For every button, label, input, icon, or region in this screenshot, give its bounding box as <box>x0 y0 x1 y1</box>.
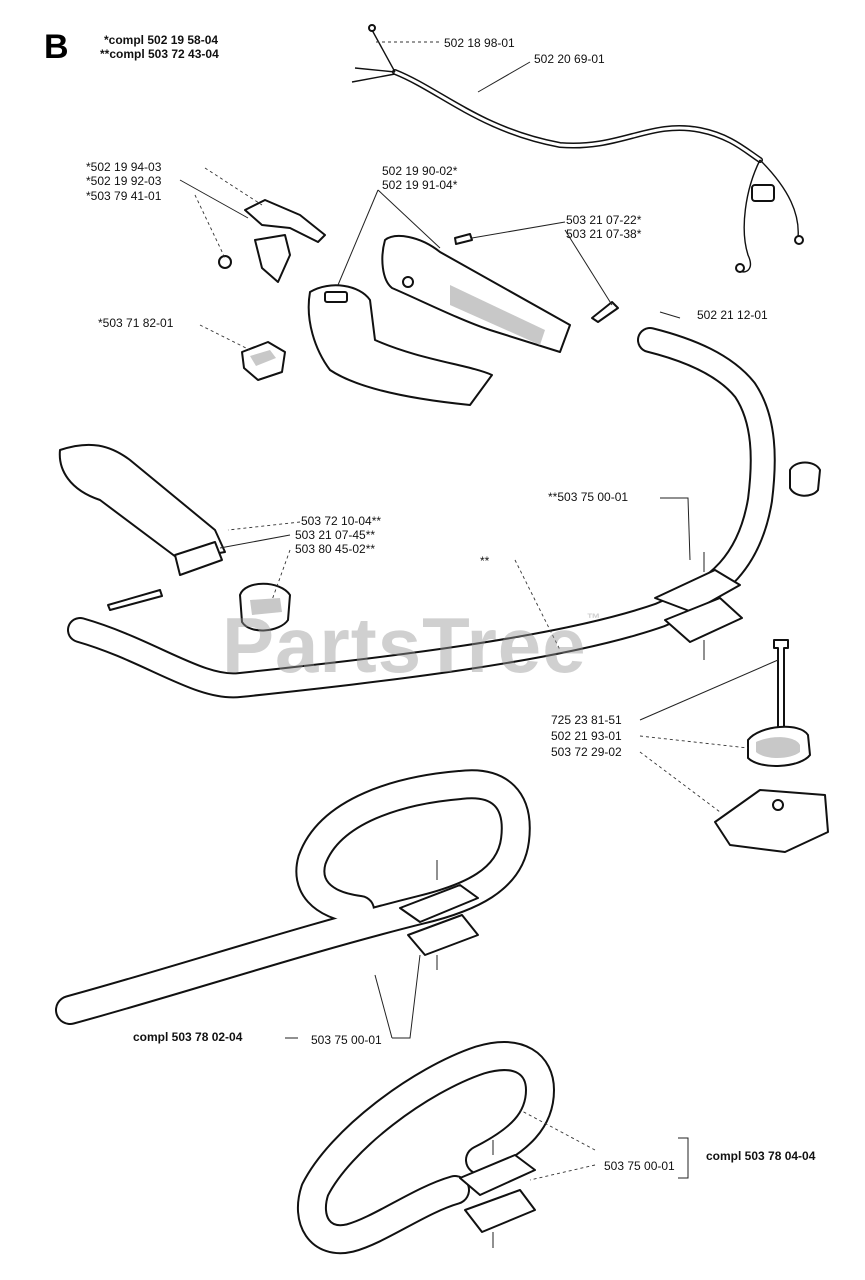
partstree-watermark: PartsTree™ <box>222 601 602 689</box>
label-502-21-93-01: 502 21 93-01 <box>551 729 622 743</box>
switch-block <box>241 341 286 381</box>
bushing <box>239 582 291 632</box>
label-502-19-92-03: *502 19 92-03 <box>86 174 162 188</box>
label-502-20-69-01: 502 20 69-01 <box>534 52 605 66</box>
label-503-21-07-22: 503 21 07-22* <box>566 213 642 227</box>
label-502-19-91-04: 502 19 91-04* <box>382 178 458 192</box>
handle-grip <box>307 235 571 406</box>
label-503-75-00-01-upper: **503 75 00-01 <box>548 490 629 504</box>
label-503-72-10-04: 503 72 10-04** <box>301 514 382 528</box>
handle-bar-main <box>67 327 776 699</box>
handle-bar-compl-04 <box>296 1041 555 1255</box>
throttle-trigger <box>218 199 326 283</box>
label-503-80-45-02: 503 80 45-02** <box>295 542 376 556</box>
label-502-21-12-01: 502 21 12-01 <box>697 308 768 322</box>
label-502-19-90-02: 502 19 90-02* <box>382 164 458 178</box>
section-letter: B <box>44 28 69 66</box>
label-503-72-29-02: 503 72 29-02 <box>551 745 622 759</box>
grip-bolt <box>107 589 163 611</box>
label-compl-single-star: *compl 502 19 58-04 <box>104 33 219 47</box>
throttle-cable <box>351 24 804 273</box>
label-compl-double-star: **compl 503 72 43-04 <box>100 47 219 61</box>
label-compl-503-78-02-04: compl 503 78 02-04 <box>133 1030 243 1044</box>
screw-lower <box>591 301 619 323</box>
label-503-21-07-45: 503 21 07-45** <box>295 528 376 542</box>
label-503-75-00-01-middle: 503 75 00-01 <box>311 1033 382 1047</box>
label-compl-503-78-04-04: compl 503 78 04-04 <box>706 1149 816 1163</box>
spacer <box>789 461 821 497</box>
stop-switch <box>751 184 775 202</box>
front-grip <box>58 443 226 611</box>
leader-lines <box>179 41 779 1181</box>
label-502-18-98-01: 502 18 98-01 <box>444 36 515 50</box>
label-503-79-41-01: *503 79 41-01 <box>86 189 162 203</box>
label-double-star: ** <box>480 554 490 568</box>
knob-assembly <box>714 639 829 853</box>
label-503-71-82-01: *503 71 82-01 <box>98 316 174 330</box>
label-503-75-00-01-lower: 503 75 00-01 <box>604 1159 675 1173</box>
label-503-21-07-38: 503 21 07-38* <box>566 227 642 241</box>
handle-bar-compl-02 <box>55 769 531 1025</box>
screw-upper <box>454 233 473 245</box>
clamp-main <box>654 552 743 660</box>
label-502-19-94-03: *502 19 94-03 <box>86 160 162 174</box>
label-725-23-81-51: 725 23 81-51 <box>551 713 622 727</box>
